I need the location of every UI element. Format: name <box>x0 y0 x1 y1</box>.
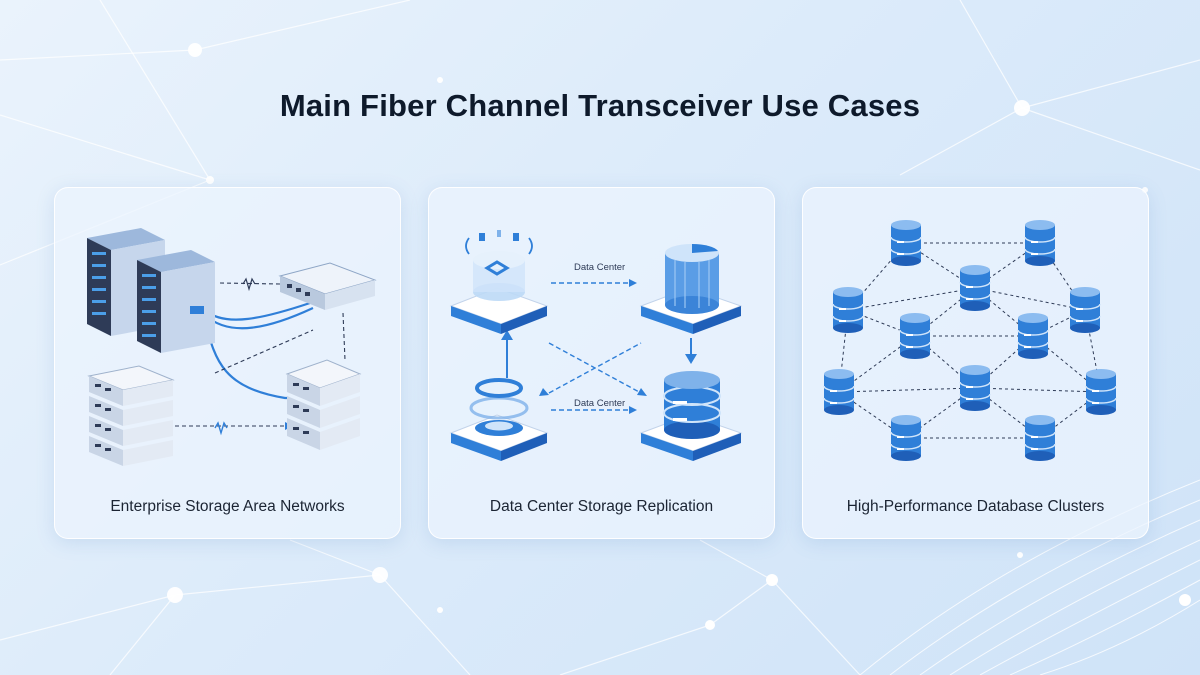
database-node-icon <box>1024 415 1056 461</box>
database-node-icon <box>832 287 864 333</box>
card-label: Data Center Storage Replication <box>489 498 714 515</box>
database-node-icon <box>959 265 991 311</box>
transceiver-platform-icon <box>449 230 549 334</box>
database-node-icon <box>1024 220 1056 266</box>
card-label: Enterprise Storage Area Networks <box>110 498 345 515</box>
cluster-link <box>838 387 976 393</box>
database-node-icon <box>890 220 922 266</box>
cluster-link <box>847 287 976 311</box>
database-node-icon <box>959 365 991 411</box>
cluster-diagram <box>823 220 1117 461</box>
fiber-cable-3 <box>203 319 287 400</box>
card-storage-replication: Data Center Data Center <box>428 187 775 539</box>
database-node-icon <box>899 313 931 359</box>
storage-array-icon <box>285 359 362 450</box>
rack-server-stack-icon <box>87 365 175 466</box>
database-node-icon <box>823 369 855 415</box>
card-label: High-Performance Database Clusters <box>846 498 1105 515</box>
card-enterprise-san: Enterprise Storage Area Networks <box>54 187 401 539</box>
database-stack-icon <box>639 371 743 461</box>
card-database-clusters: High-Performance Database Clusters <box>802 187 1149 539</box>
database-node-icon <box>890 415 922 461</box>
tower-server-icon <box>137 250 215 353</box>
link-label-bottom: Data Center <box>574 398 625 409</box>
link-label-top: Data Center <box>574 262 625 273</box>
san-diagram <box>87 228 377 466</box>
cluster-link <box>974 387 1102 393</box>
page-title: Main Fiber Channel Transceiver Use Cases <box>279 88 921 123</box>
fiber-switch-icon <box>278 262 377 310</box>
database-node-icon <box>1085 369 1117 415</box>
storage-cylinder-icon <box>639 244 743 334</box>
database-node-icon <box>1069 287 1101 333</box>
cluster-link <box>974 287 1086 311</box>
signal-ring-icon <box>449 378 549 461</box>
database-node-icon <box>1017 313 1049 359</box>
replication-diagram: Data Center Data Center <box>449 230 743 461</box>
